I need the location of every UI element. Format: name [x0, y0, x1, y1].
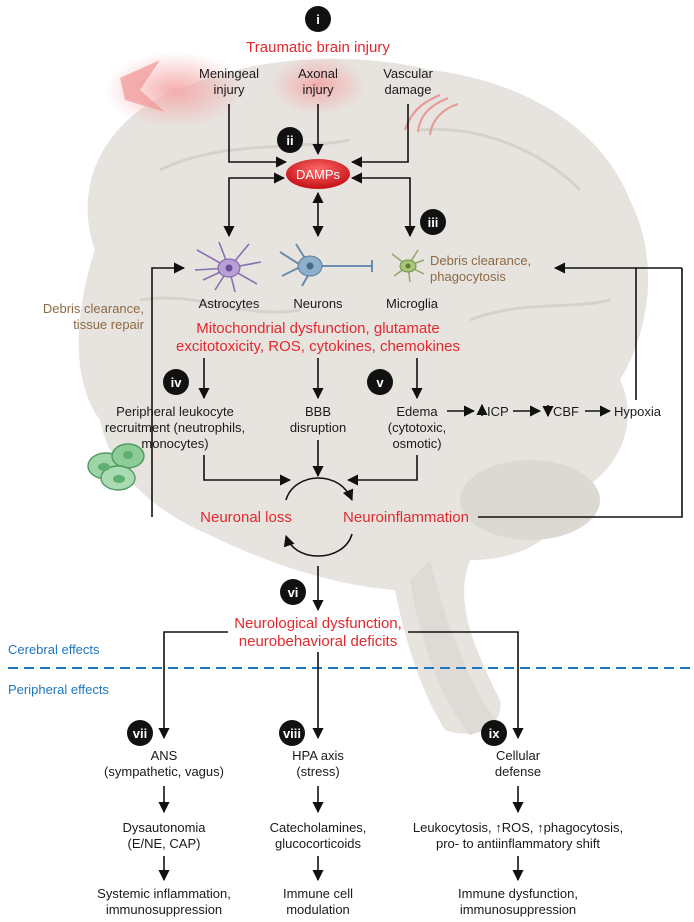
axonal-injury-glow	[270, 55, 366, 115]
systemic-line2: immunosuppression	[106, 902, 222, 917]
leukocyte-line3: monocytes)	[141, 436, 208, 451]
leukocytosis-line1: Leukocytosis, ↑ROS, ↑phagocytosis,	[413, 820, 623, 835]
arrow-vascular-to-damps	[350, 104, 409, 168]
leukocyte-line2: recruitment (neutrophils,	[105, 420, 245, 435]
dysautonomia-line1: Dysautonomia	[122, 820, 206, 835]
step-badges: i ii iii iv v vi vii viii ix	[127, 6, 507, 746]
step-badge-viii	[279, 720, 305, 746]
edema-line1: Edema	[396, 404, 438, 419]
microglia-cell-icon	[391, 249, 425, 283]
ans-line1: ANS	[151, 748, 178, 763]
step-badge-v	[367, 369, 393, 395]
debris-repair-line1: Debris clearance,	[43, 301, 144, 316]
step-label-vii: vii	[133, 726, 147, 741]
step-label-i: i	[316, 12, 320, 27]
vascular-damage-line1: Vascular	[383, 66, 433, 81]
meningeal-injury-line1: Meningeal	[199, 66, 259, 81]
step-label-ii: ii	[286, 133, 293, 148]
leukocyte-line1: Peripheral leukocyte	[116, 404, 234, 419]
step-badge-ix	[481, 720, 507, 746]
neurons-label: Neurons	[293, 296, 343, 311]
arrow-dysfunction-ans	[158, 631, 228, 740]
step-badge-vi	[280, 579, 306, 605]
arrow-damps-microglia	[350, 172, 416, 238]
immune-dysfunction-line2: immunosuppression	[460, 902, 576, 917]
brain-illustration	[78, 58, 649, 735]
neuronal-loss-label: Neuronal loss	[200, 509, 292, 526]
step-badge-ii	[277, 127, 303, 153]
debris-phagocytosis-line2: phagocytosis	[430, 269, 506, 284]
damps-node	[286, 159, 350, 189]
step-label-viii: viii	[283, 726, 301, 741]
step-label-ix: ix	[489, 726, 501, 741]
edema-line3: osmotic)	[392, 436, 441, 451]
immune-dysfunction-line1: Immune dysfunction,	[458, 886, 578, 901]
feedback-arrow-astrocytes	[151, 262, 186, 517]
systemic-line1: Systemic inflammation,	[97, 886, 231, 901]
microglia-label: Microglia	[386, 296, 439, 311]
arrow-dysfunction-cellular	[408, 631, 524, 740]
immune-modulation-line2: modulation	[286, 902, 350, 917]
damps-label: DAMPs	[296, 167, 341, 182]
cbf-label: CBF	[553, 404, 579, 419]
arrow-edema-to-loss	[346, 455, 418, 486]
mito-dysfunction-line1: Mitochondrial dysfunction, glutamate	[196, 320, 439, 337]
cellular-line1: Cellular	[496, 748, 541, 763]
catecholamines-line2: glucocorticoids	[275, 836, 361, 851]
step-label-iv: iv	[171, 375, 183, 390]
astrocyte-cell-icon	[194, 241, 262, 293]
step-label-v: v	[376, 375, 384, 390]
cycle-arrow-top	[285, 477, 354, 502]
step-label-vi: vi	[288, 585, 299, 600]
step-badge-iv	[163, 369, 189, 395]
vascular-damage-line2: damage	[385, 82, 432, 97]
axonal-injury-line2: injury	[302, 82, 334, 97]
hpa-line2: (stress)	[296, 764, 339, 779]
dysautonomia-line2: (E/NE, CAP)	[128, 836, 201, 851]
neuro-dysfunction-line1: Neurological dysfunction,	[234, 615, 402, 632]
ans-line2: (sympathetic, vagus)	[104, 764, 224, 779]
cellular-line2: defense	[495, 764, 541, 779]
meningeal-injury-line2: injury	[213, 82, 245, 97]
axonal-injury-line1: Axonal	[298, 66, 338, 81]
vascular-damage-vessels	[403, 93, 459, 136]
debris-repair-line2: tissue repair	[73, 317, 144, 332]
hpa-line1: HPA axis	[292, 748, 344, 763]
diagram-title: Traumatic brain injury	[246, 39, 390, 56]
hypoxia-label: Hypoxia	[614, 404, 662, 419]
icp-label: ICP	[487, 404, 509, 419]
neuro-dysfunction-line2: neurobehavioral deficits	[239, 633, 397, 650]
arrow-meningeal-to-damps	[228, 104, 288, 168]
immune-modulation-line1: Immune cell	[283, 886, 353, 901]
leukocyte-cells-icon	[87, 443, 145, 491]
debris-phagocytosis-line1: Debris clearance,	[430, 253, 531, 268]
step-badge-vii	[127, 720, 153, 746]
bbb-line2: disruption	[290, 420, 346, 435]
cerebral-effects-label: Cerebral effects	[8, 642, 100, 657]
arrow-damps-astrocytes	[223, 172, 286, 238]
cycle-arrow-bottom	[283, 533, 353, 557]
feedback-line-right	[478, 268, 683, 518]
edema-line2: (cytotoxic,	[388, 420, 447, 435]
step-label-iii: iii	[428, 215, 439, 230]
mito-dysfunction-line2: excitotoxicity, ROS, cytokines, chemokin…	[176, 338, 460, 355]
astrocytes-label: Astrocytes	[199, 296, 260, 311]
peripheral-effects-label: Peripheral effects	[8, 682, 109, 697]
step-badge-iii	[420, 209, 446, 235]
leukocytosis-line2: pro- to antiinflammatory shift	[436, 836, 600, 851]
neuron-cell-icon	[279, 243, 373, 287]
catecholamines-line1: Catecholamines,	[270, 820, 367, 835]
step-badge-i	[305, 6, 331, 32]
meningeal-injury-shape	[120, 60, 165, 112]
arrow-leukocyte-to-loss	[203, 455, 292, 486]
neuroinflammation-label: Neuroinflammation	[343, 509, 469, 526]
bbb-line1: BBB	[305, 404, 331, 419]
